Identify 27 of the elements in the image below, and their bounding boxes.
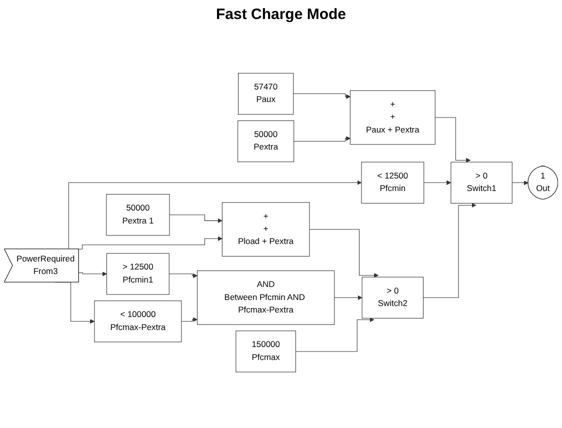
arrow <box>295 317 374 352</box>
arrow <box>78 236 222 250</box>
node-box: 50000 Pextra 1 <box>106 194 170 236</box>
arrow <box>181 317 198 322</box>
node-box: AND Between Pfcmin AND Pfcmax-Pextra <box>196 270 335 325</box>
node-box: < 12500 Pfcmin <box>361 162 424 204</box>
arrow <box>424 180 452 185</box>
node-box: > 12500 Pfcmin1 <box>106 252 170 295</box>
node-box: + + Pload + Pextra <box>222 202 310 256</box>
arrow <box>169 214 222 223</box>
arrow <box>168 273 198 278</box>
node-box: 150000 Pfcmax <box>236 330 296 372</box>
node-box: < 100000 Pfcmax-Pextra <box>94 300 182 342</box>
arrow <box>334 295 362 300</box>
arrow <box>294 136 351 142</box>
arrow <box>512 180 528 186</box>
node-box: > 0 Switch1 <box>450 162 512 204</box>
arrow <box>78 271 107 276</box>
arrow <box>293 93 351 99</box>
arrow <box>423 202 476 298</box>
node-box: + + Paux + Pextra <box>350 90 436 145</box>
arrow <box>309 228 379 278</box>
node-box: 50000 Pextra <box>238 120 294 162</box>
node-box: 57470 Paux <box>238 72 294 114</box>
node-box: > 0 Switch2 <box>362 276 424 318</box>
arrow <box>434 117 471 162</box>
diagram-title: Fast Charge Mode <box>214 6 348 23</box>
